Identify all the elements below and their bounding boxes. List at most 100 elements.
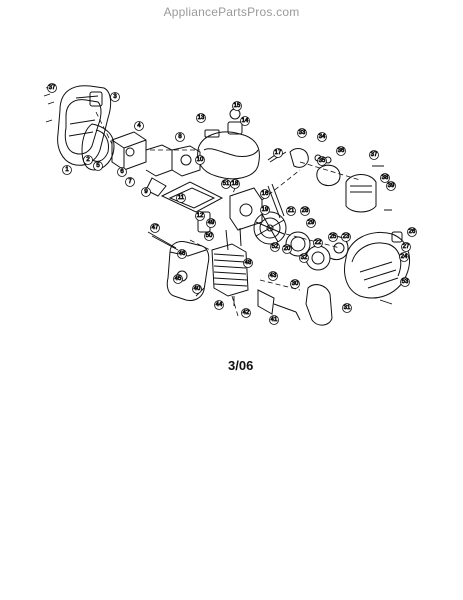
svg-text:25: 25: [330, 234, 337, 240]
callout-3: 3: [110, 92, 120, 102]
callout-31: 31: [342, 303, 352, 313]
callout-39: 39: [386, 181, 396, 191]
callout-29: 29: [306, 218, 316, 228]
svg-text:26: 26: [409, 229, 416, 235]
svg-text:16: 16: [262, 191, 269, 197]
callout-32: 32: [299, 253, 309, 263]
svg-text:32: 32: [301, 255, 308, 261]
callout-40: 40: [192, 284, 202, 294]
svg-text:48: 48: [245, 260, 252, 266]
svg-text:12: 12: [197, 213, 204, 219]
svg-text:50: 50: [206, 233, 213, 239]
svg-text:2: 2: [86, 157, 90, 163]
svg-text:17: 17: [275, 150, 282, 156]
svg-text:52: 52: [272, 244, 279, 250]
callout-41: 41: [269, 315, 279, 325]
callout-24: 24: [399, 252, 409, 262]
engine-block-part: [197, 187, 263, 297]
svg-text:13: 13: [198, 115, 205, 121]
svg-text:7: 7: [128, 179, 132, 185]
svg-text:5: 5: [96, 163, 100, 169]
svg-text:6: 6: [120, 169, 124, 175]
callout-17: 17: [273, 148, 283, 158]
callout-1: 1: [62, 165, 72, 175]
callout-43: 43: [268, 271, 278, 281]
svg-text:40: 40: [194, 286, 201, 292]
svg-text:21: 21: [288, 208, 295, 214]
svg-text:46: 46: [179, 251, 186, 257]
svg-text:51: 51: [223, 181, 230, 187]
callout-15: 15: [232, 101, 242, 111]
svg-text:30: 30: [292, 281, 299, 287]
callout-21: 21: [286, 206, 296, 216]
svg-text:49: 49: [208, 220, 215, 226]
callout-49: 49: [206, 218, 216, 228]
callout-34: 34: [317, 132, 327, 142]
svg-text:45: 45: [175, 276, 182, 282]
callout-35: 35: [317, 156, 327, 166]
starter-pulley-part: [285, 231, 349, 271]
svg-text:31: 31: [344, 305, 351, 311]
svg-text:22: 22: [315, 240, 322, 246]
callout-18: 18: [230, 179, 240, 189]
callout-53: 53: [400, 277, 410, 287]
watermark: AppliancePartsPros.com: [163, 5, 300, 19]
callout-30: 30: [290, 279, 300, 289]
callout-8: 8: [175, 132, 185, 142]
callout-10: 10: [195, 155, 205, 165]
svg-text:34: 34: [319, 134, 326, 140]
svg-text:9: 9: [144, 189, 148, 195]
callout-11: 11: [176, 193, 186, 203]
carburetor-part: [111, 131, 224, 213]
callout-48: 48: [243, 258, 253, 268]
svg-text:35: 35: [319, 158, 326, 164]
callout-33: 33: [297, 128, 307, 138]
callout-36: 36: [336, 146, 346, 156]
svg-text:39: 39: [388, 183, 395, 189]
svg-text:18: 18: [232, 181, 239, 187]
callout-52: 52: [270, 242, 280, 252]
callout-45: 45: [173, 274, 183, 284]
svg-text:43: 43: [270, 273, 277, 279]
svg-text:53: 53: [402, 279, 409, 285]
callout-12: 12: [195, 211, 205, 221]
callout-28: 28: [300, 206, 310, 216]
callout-19: 19: [260, 205, 270, 215]
svg-text:36: 36: [338, 148, 345, 154]
drive-shaft-part: [267, 149, 287, 219]
svg-text:24: 24: [401, 254, 408, 260]
flywheel-part: [253, 211, 287, 245]
callout-2: 2: [83, 155, 93, 165]
callout-13: 13: [196, 113, 206, 123]
svg-text:47: 47: [152, 225, 159, 231]
svg-text:38: 38: [382, 175, 389, 181]
callout-7: 7: [125, 177, 135, 187]
svg-text:37: 37: [49, 85, 56, 91]
callout-27: 27: [401, 242, 411, 252]
svg-text:8: 8: [178, 134, 182, 140]
svg-text:42: 42: [243, 310, 250, 316]
callout-4: 4: [134, 121, 144, 131]
callout-37b: 37: [369, 150, 379, 160]
svg-text:3: 3: [113, 94, 117, 100]
svg-text:1: 1: [65, 167, 69, 173]
svg-text:41: 41: [271, 317, 278, 323]
starter-housing-part: [344, 231, 410, 299]
callout-51: 51: [221, 179, 231, 189]
fasteners-part: [43, 85, 393, 306]
callout-44: 44: [214, 300, 224, 310]
svg-text:15: 15: [234, 103, 241, 109]
svg-text:11: 11: [178, 195, 185, 201]
callout-42: 42: [241, 308, 251, 318]
callout-6: 6: [117, 167, 127, 177]
callout-25: 25: [328, 232, 338, 242]
callout-20: 20: [282, 244, 292, 254]
svg-text:23: 23: [343, 234, 350, 240]
callout-46: 46: [177, 249, 187, 259]
svg-text:33: 33: [299, 130, 306, 136]
callout-26: 26: [407, 227, 417, 237]
svg-text:14: 14: [242, 118, 249, 124]
callout-16: 16: [260, 189, 270, 199]
callout-50: 50: [204, 231, 214, 241]
